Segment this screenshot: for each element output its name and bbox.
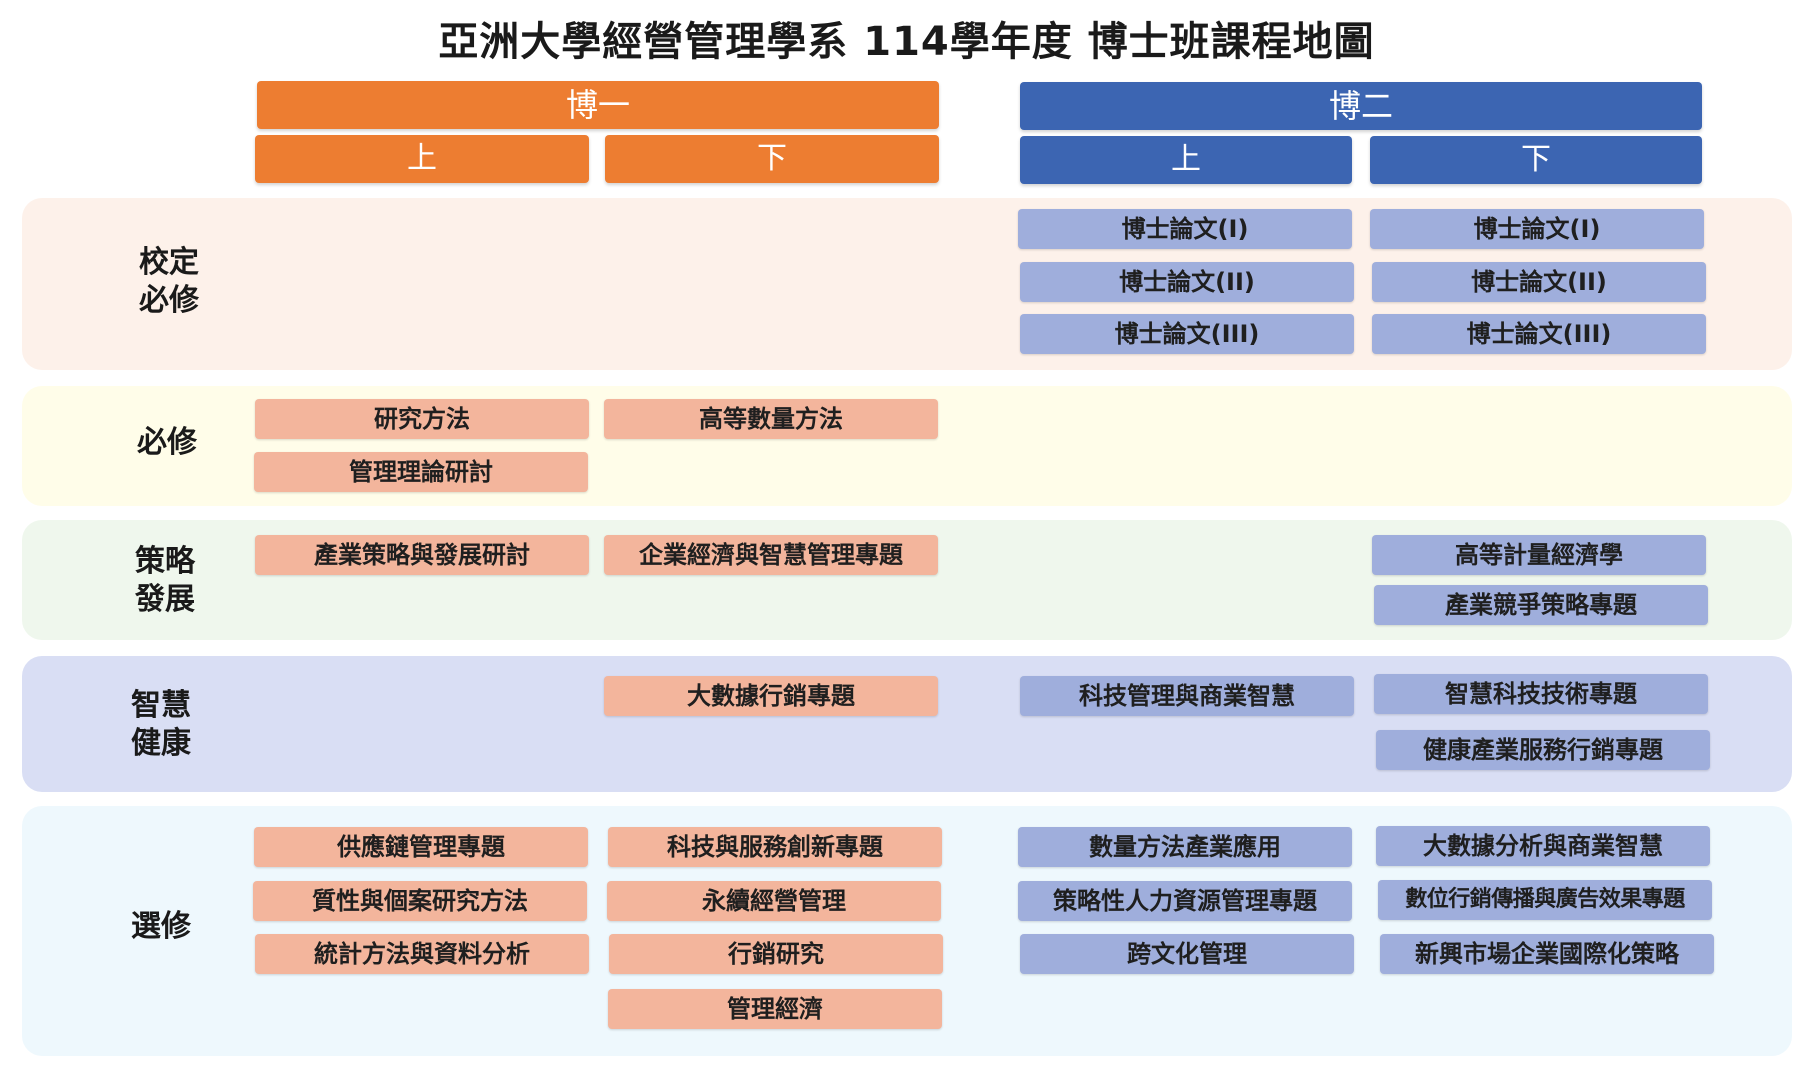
course-emerging-market-internationalization: 新興市場企業國際化策略 xyxy=(1380,934,1714,974)
course-qualitative-case-research: 質性與個案研究方法 xyxy=(253,881,587,921)
category-label-line: 必修 xyxy=(139,283,199,318)
course-business-economics-smart-mgmt: 企業經濟與智慧管理專題 xyxy=(604,535,938,575)
category-label-elective: 選修 xyxy=(106,908,216,946)
course-y2-fall-thesis-2: 博士論文(II) xyxy=(1020,262,1354,302)
course-advanced-econometrics: 高等計量經濟學 xyxy=(1372,535,1706,575)
year-header-1: 博一 xyxy=(257,81,939,129)
category-label-line: 校定 xyxy=(139,245,199,280)
course-research-methods: 研究方法 xyxy=(255,399,589,439)
course-health-industry-service-marketing: 健康產業服務行銷專題 xyxy=(1376,730,1710,770)
category-label-smart-health: 智慧 健康 xyxy=(106,687,216,763)
semester-header-y1-spring: 下 xyxy=(605,135,939,183)
course-management-theory-seminar: 管理理論研討 xyxy=(254,452,588,492)
course-y2-spring-thesis-2: 博士論文(II) xyxy=(1372,262,1706,302)
category-label-line: 選修 xyxy=(131,909,191,944)
category-label-strategy: 策略 發展 xyxy=(110,543,220,619)
category-label-line: 必修 xyxy=(137,425,197,460)
course-sustainable-management: 永續經營管理 xyxy=(607,881,941,921)
course-advanced-quantitative-methods: 高等數量方法 xyxy=(604,399,938,439)
course-y2-fall-thesis-1: 博士論文(I) xyxy=(1018,209,1352,249)
course-industry-competition-strategy: 產業競爭策略專題 xyxy=(1374,585,1708,625)
semester-header-y2-spring: 下 xyxy=(1370,136,1702,184)
course-y2-spring-thesis-1: 博士論文(I) xyxy=(1370,209,1704,249)
category-label-line: 策略 xyxy=(135,544,195,579)
page-title: 亞洲大學經營管理學系 114學年度 博士班課程地圖 xyxy=(438,19,1375,65)
category-label-line: 發展 xyxy=(135,582,195,617)
course-quantitative-methods-industry: 數量方法產業應用 xyxy=(1018,827,1352,867)
course-digital-marketing-advertising: 數位行銷傳播與廣告效果專題 xyxy=(1378,880,1712,920)
course-y2-fall-thesis-3: 博士論文(III) xyxy=(1020,314,1354,354)
course-supply-chain-mgmt: 供應鏈管理專題 xyxy=(254,827,588,867)
course-industry-strategy-seminar: 產業策略與發展研討 xyxy=(255,535,589,575)
course-tech-service-innovation: 科技與服務創新專題 xyxy=(608,827,942,867)
category-label-school-required: 校定 必修 xyxy=(114,244,224,320)
course-big-data-marketing: 大數據行銷專題 xyxy=(604,676,938,716)
course-strategic-hrm: 策略性人力資源管理專題 xyxy=(1018,881,1352,921)
course-managerial-economics: 管理經濟 xyxy=(608,989,942,1029)
semester-header-y1-fall: 上 xyxy=(255,135,589,183)
course-cross-cultural-mgmt: 跨文化管理 xyxy=(1020,934,1354,974)
course-statistics-data-analysis: 統計方法與資料分析 xyxy=(255,934,589,974)
course-y2-spring-thesis-3: 博士論文(III) xyxy=(1372,314,1706,354)
category-label-required: 必修 xyxy=(112,424,222,462)
semester-header-y2-fall: 上 xyxy=(1020,136,1352,184)
course-big-data-analytics-bi: 大數據分析與商業智慧 xyxy=(1376,826,1710,866)
category-label-line: 健康 xyxy=(131,726,191,761)
course-tech-mgmt-business-intelligence: 科技管理與商業智慧 xyxy=(1020,676,1354,716)
year-header-2: 博二 xyxy=(1020,82,1702,130)
course-smart-technology-seminar: 智慧科技技術專題 xyxy=(1374,674,1708,714)
course-marketing-research: 行銷研究 xyxy=(609,934,943,974)
category-label-line: 智慧 xyxy=(131,688,191,723)
